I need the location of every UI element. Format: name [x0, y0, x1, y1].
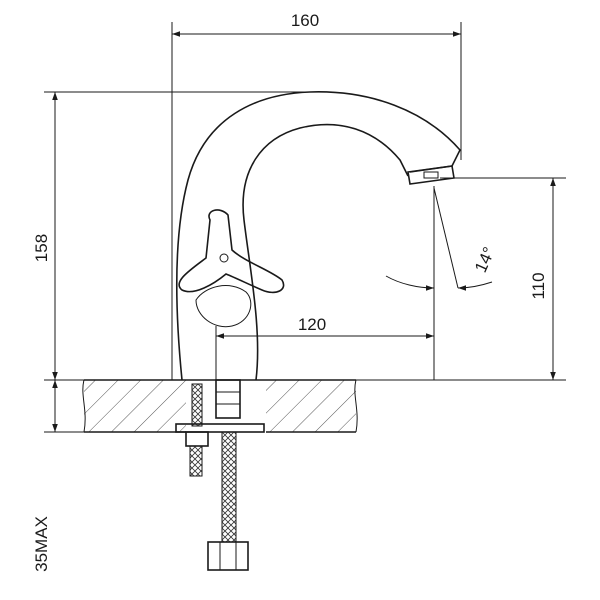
dimension-spray-angle: 14°	[385, 187, 499, 291]
dimension-spout-reach: 120	[215, 186, 435, 380]
lever-handle	[178, 209, 285, 328]
dimension-max-counter-thickness: 35MAX	[32, 380, 84, 572]
dimension-label-spout-clearance: 110	[529, 272, 548, 299]
dimension-label-overall-width: 160	[291, 11, 319, 30]
dimension-label-spout-reach: 120	[298, 315, 326, 334]
supply-fittings	[175, 379, 265, 571]
dimension-label-max-counter-thickness: 35MAX	[32, 516, 51, 572]
faucet-body	[175, 91, 461, 381]
dimension-overall-width: 160	[171, 11, 462, 380]
dimension-label-spray-angle: 14°	[471, 244, 499, 275]
dimension-label-overall-height: 158	[32, 234, 51, 262]
dimension-overall-height: 158	[32, 91, 310, 381]
dimension-spout-clearance: 110	[356, 177, 566, 381]
